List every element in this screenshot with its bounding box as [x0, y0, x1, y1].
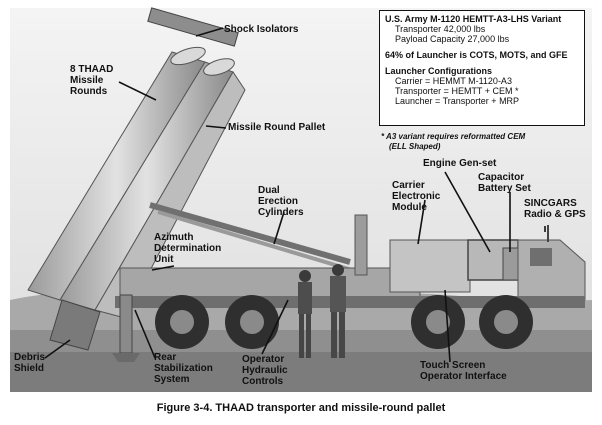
label-rear-line1: Rear — [154, 352, 177, 363]
spec-carrier: Carrier = HEMMT M-1120-A3 — [395, 76, 512, 86]
note-line1: * A3 variant requires reformatted CEM — [381, 132, 526, 141]
label-rear-line2: Stabilization — [154, 363, 213, 374]
cab-window — [530, 248, 552, 266]
label-touch-line2: Operator Interface — [420, 371, 507, 382]
label-rear-stabilization-system: Rear Stabilization System — [154, 352, 213, 385]
note-line2: (ELL Shaped) — [389, 142, 441, 151]
label-carrier-line3: Module — [392, 202, 427, 213]
label-rear-line3: System — [154, 374, 190, 385]
label-azimuth-line2: Determination — [154, 243, 222, 254]
label-dual-line1: Dual — [258, 185, 280, 196]
label-azimuth-line1: Azimuth — [154, 232, 194, 243]
label-debris-shield: Debris Shield — [14, 352, 45, 374]
truck-deck — [119, 267, 421, 299]
label-azimuth-determination-unit: Azimuth Determination Unit — [154, 232, 221, 265]
spec-configurations-title: Launcher Configurations — [385, 66, 493, 76]
label-carrier-line1: Carrier — [392, 180, 425, 191]
label-sincgars-line2: Radio & GPS — [524, 209, 586, 220]
label-operator-hydraulic-controls: Operator Hydraulic Controls — [242, 354, 288, 387]
label-operator-line2: Hydraulic — [242, 365, 288, 376]
spec-variant: U.S. Army M-1120 HEMTT-A3-LHS Variant — [385, 14, 562, 24]
erection-cylinders — [149, 202, 353, 272]
label-missile-rounds-line1: 8 THAAD — [70, 64, 114, 75]
stabilizer-foot — [112, 353, 140, 362]
label-dual-line3: Cylinders — [258, 207, 304, 218]
carrier-electronic-module — [389, 239, 471, 293]
label-carrier-electronic-module: Carrier Electronic Module — [392, 180, 440, 213]
spec-launcher: Launcher = Transporter + MRP — [395, 96, 520, 106]
label-debris-line2: Shield — [14, 363, 45, 374]
label-touch-line1: Touch Screen — [420, 360, 486, 371]
label-operator-line1: Operator — [242, 354, 285, 365]
figure-caption: Figure 3-4. THAAD transporter and missil… — [156, 402, 446, 414]
label-missile-rounds-line2: Missile — [70, 75, 104, 86]
spec-transporter-config: Transporter = HEMTT + CEM * — [395, 86, 519, 96]
label-azimuth-line3: Unit — [154, 254, 174, 265]
spec-cots: 64% of Launcher is COTS, MOTS, and GFE — [385, 50, 568, 60]
a3-variant-note: * A3 variant requires reformatted CEM (E… — [381, 132, 525, 152]
leader-lines — [44, 27, 546, 363]
label-capacitor-line1: Capacitor — [478, 172, 525, 183]
label-missile-rounds-line3: Rounds — [70, 86, 108, 97]
label-carrier-line2: Electronic — [392, 191, 441, 202]
spec-payload-capacity: Payload Capacity 27,000 lbs — [395, 34, 510, 44]
pallet-frame — [94, 71, 246, 319]
debris-shield — [49, 299, 101, 351]
label-engine-genset: Engine Gen-set — [423, 158, 497, 169]
ground-near — [10, 352, 592, 392]
label-capacitor-battery-set: Capacitor Battery Set — [478, 172, 531, 194]
soldiers — [298, 264, 346, 358]
capacitor-battery — [502, 247, 520, 281]
label-capacitor-line2: Battery Set — [478, 183, 531, 194]
missile-pallet — [27, 7, 246, 319]
label-missile-rounds: 8 THAAD Missile Rounds — [70, 64, 113, 97]
label-dual-erection-cylinders: Dual Erection Cylinders — [258, 185, 304, 218]
label-sincgars-line1: SINCGARS — [524, 198, 577, 209]
label-touch-screen-operator-interface: Touch Screen Operator Interface — [420, 360, 507, 382]
label-sincgars: SINCGARS Radio & GPS — [524, 198, 586, 220]
label-shock-isolators: Shock Isolators — [224, 24, 299, 35]
rear-stabilizer — [119, 294, 133, 354]
label-debris-line1: Debris — [14, 352, 46, 363]
label-missile-round-pallet: Missile Round Pallet — [228, 122, 326, 133]
label-dual-line2: Erection — [258, 196, 299, 207]
shock-isolator-bar — [147, 7, 239, 47]
wheels — [155, 295, 533, 349]
spec-transporter-weight: Transporter 42,000 lbs — [395, 24, 486, 34]
tube-end-2 — [203, 58, 235, 76]
exhaust-stack — [354, 214, 368, 276]
hemtt-truck — [115, 214, 586, 308]
tube-end-1 — [170, 46, 206, 66]
specs-info-box: U.S. Army M-1120 HEMTT-A3-LHS Variant Tr… — [379, 10, 585, 126]
label-operator-line3: Controls — [242, 376, 284, 387]
